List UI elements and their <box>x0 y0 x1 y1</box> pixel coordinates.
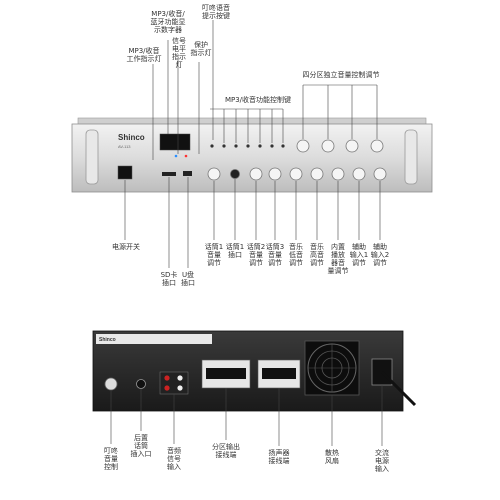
label-music-bass: 音乐 低音 调节 <box>289 243 303 267</box>
label-ac-power: 交流 电源 输入 <box>375 449 389 473</box>
front-panel: Shinco AV-113 <box>71 117 433 193</box>
rca-inputs <box>159 371 189 395</box>
label-usb-slot: U盘 插口 <box>181 271 195 287</box>
lower-knobs <box>207 167 387 181</box>
power-switch <box>117 165 133 180</box>
label-speaker-terminal: 扬声器 接线端 <box>268 449 290 465</box>
right-handle <box>404 129 418 185</box>
rear-mic-jack <box>136 379 146 389</box>
display-screen <box>159 133 191 151</box>
rear-brand: Shinco <box>99 337 116 343</box>
label-chime-control: 叮咚 音量 控制 <box>104 447 118 471</box>
label-mp3-radio-work-light: MP3/收音 工作指示灯 <box>126 47 162 63</box>
label-mic1-jack: 话筒1 插口 <box>225 243 245 259</box>
zone-knobs <box>296 139 384 153</box>
label-mic3-volume: 话筒3 音量 调节 <box>265 243 285 267</box>
left-handle <box>85 129 99 185</box>
label-cooling-fan: 散热 风扇 <box>325 449 339 465</box>
front-model: AV-113 <box>118 144 131 149</box>
mic1-jack <box>230 169 240 179</box>
rear-panel: Shinco <box>92 330 417 412</box>
protect-led <box>184 154 188 158</box>
label-mp3-radio-keys: MP3/收音功能控制键 <box>224 96 292 104</box>
front-callout-lines <box>124 20 381 268</box>
label-music-treble: 音乐 高音 调节 <box>310 243 324 267</box>
label-builtin-player-volume: 内置 播放 器音 量调节 <box>327 243 349 275</box>
label-chime-button: 叮咚语音 提示按键 <box>202 4 230 20</box>
signal-led <box>174 154 178 158</box>
sd-slot <box>162 172 176 176</box>
label-audio-input: 音频 信号 输入 <box>167 447 181 471</box>
front-brand: Shinco <box>118 133 145 142</box>
mp3-function-keys <box>210 144 285 148</box>
label-zone-output: 分区输出 接线端 <box>212 443 240 459</box>
label-zone-volume-knobs: 四分区独立音量控制调节 <box>302 71 380 79</box>
cooling-fan <box>304 340 360 396</box>
rear-callout-lines <box>110 385 383 446</box>
chime-volume-knob <box>104 377 118 391</box>
label-mic2-volume: 话筒2 音量 调节 <box>246 243 266 267</box>
label-aux2-volume: 辅助 输入2 调节 <box>370 243 390 267</box>
front-panel-face <box>71 123 433 193</box>
label-signal-level-light: 信号 电平 指示灯 <box>172 37 186 69</box>
label-mic1-volume: 话筒1 音量 调节 <box>204 243 224 267</box>
label-sd-slot: SD卡 插口 <box>160 271 178 287</box>
label-mp3-radio-bluetooth-display: MP3/收音/ 蓝牙功能显 示数字器 <box>150 10 186 34</box>
label-aux1-volume: 辅助 输入1 调节 <box>349 243 369 267</box>
power-cable <box>380 370 417 407</box>
label-rear-mic-jack: 后置 话筒 插入口 <box>130 434 152 458</box>
usb-slot <box>183 171 192 176</box>
label-power-switch: 电源开关 <box>112 243 140 251</box>
label-protect-light: 保护 指示灯 <box>190 41 212 57</box>
